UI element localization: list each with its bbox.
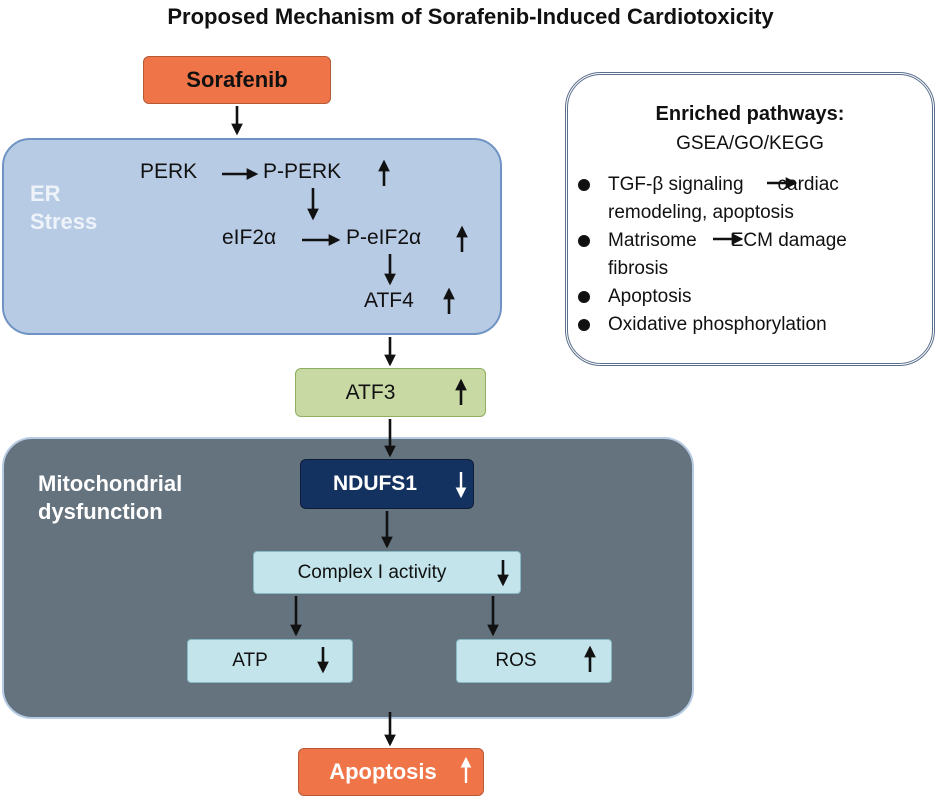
p-eif2a-label: P-eIF2α: [346, 226, 422, 249]
atp-label: ATP: [232, 650, 268, 671]
p-perk-label: P-PERK: [263, 160, 342, 183]
bullet-icon: [578, 179, 590, 191]
enriched-pathways-subtitle: GSEA/GO/KEGG: [676, 133, 824, 154]
complex-i-label: Complex I activity: [297, 561, 447, 583]
figure-title: Proposed Mechanism of Sorafenib-Induced …: [167, 4, 774, 29]
pathway-item: Apoptosis: [578, 283, 847, 311]
pathway-item: Oxidative phosphorylation: [578, 311, 847, 339]
bullet-icon: [578, 235, 590, 247]
perk-label: PERK: [140, 160, 198, 183]
bullet-icon: [578, 319, 590, 331]
atp-box: ATP: [187, 639, 353, 683]
ndufs1-label: NDUFS1: [332, 472, 417, 495]
ros-label: ROS: [495, 650, 537, 671]
atf4-label: ATF4: [364, 289, 414, 312]
complex-i-activity-box: Complex I activity: [253, 551, 521, 594]
bullet-icon: [578, 291, 590, 303]
eif2a-label: eIF2α: [222, 226, 277, 249]
apoptosis-outcome-label: Apoptosis: [329, 759, 437, 784]
atf3-label: ATF3: [345, 380, 396, 404]
er-stress-label: ER Stress: [30, 181, 98, 234]
ros-box: ROS: [456, 639, 612, 683]
ndufs1-box: NDUFS1: [300, 459, 474, 509]
enriched-pathways-title: Enriched pathways:: [655, 103, 845, 125]
atf3-box: ATF3: [295, 368, 486, 417]
apoptosis-outcome-box: Apoptosis: [298, 748, 484, 796]
sorafenib-box: Sorafenib: [143, 56, 331, 104]
mitochondrial-dysfunction-label: Mitochondrial dysfunction: [38, 471, 183, 524]
enriched-pathways-panel: Enriched pathways: GSEA/GO/KEGG TGF-β si…: [565, 72, 935, 366]
